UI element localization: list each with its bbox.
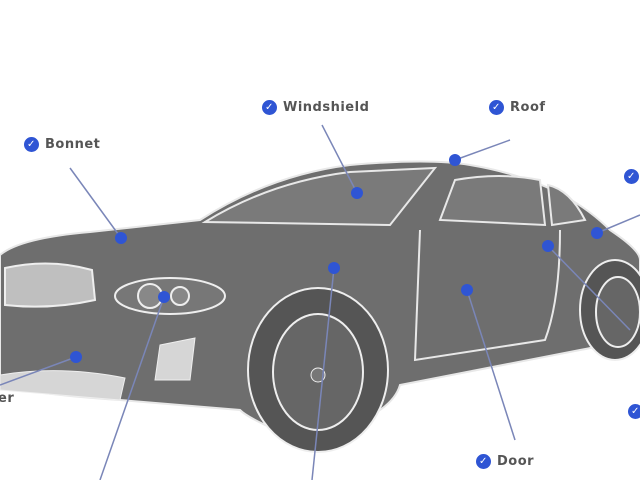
label-text: Door <box>497 454 535 469</box>
side-window <box>438 175 547 227</box>
point-headlight <box>158 291 170 303</box>
label-windshield: ✓ Windshield <box>262 100 369 115</box>
fog-light <box>154 337 196 381</box>
label-bonnet: ✓ Bonnet <box>24 137 100 152</box>
leader-lines <box>0 124 640 480</box>
point-rear <box>591 227 603 239</box>
front-bumper-vent <box>0 370 126 401</box>
point-bumper <box>70 351 82 363</box>
check-circle-icon: ✓ <box>476 454 491 469</box>
check-circle-icon: ✓ <box>628 404 640 419</box>
check-circle-icon: ✓ <box>262 100 277 115</box>
label-text: Bonnet <box>45 137 101 152</box>
label-roof: ✓ Roof <box>489 100 546 115</box>
label-partial-right-bottom: ✓ <box>628 404 640 419</box>
rear-window <box>546 183 587 227</box>
label-text: Windshield <box>283 100 370 115</box>
point-roof <box>449 154 461 166</box>
check-circle-icon: ✓ <box>624 169 639 184</box>
point-door <box>461 284 473 296</box>
label-door: ✓ Door <box>476 454 534 469</box>
door-outline <box>413 229 561 362</box>
label-partial-right-top: ✓ <box>624 169 639 184</box>
label-bumper: er <box>0 391 14 406</box>
check-circle-icon: ✓ <box>24 137 39 152</box>
point-bonnet <box>115 232 127 244</box>
point-windshield <box>351 187 363 199</box>
label-text: Roof <box>510 100 546 115</box>
grille <box>4 262 97 308</box>
windshield-glass <box>201 166 438 227</box>
part-points <box>70 154 603 363</box>
front-wheel <box>247 287 389 453</box>
point-fender <box>328 262 340 274</box>
label-text: er <box>0 391 15 406</box>
point-handle <box>542 240 554 252</box>
check-circle-icon: ✓ <box>489 100 504 115</box>
